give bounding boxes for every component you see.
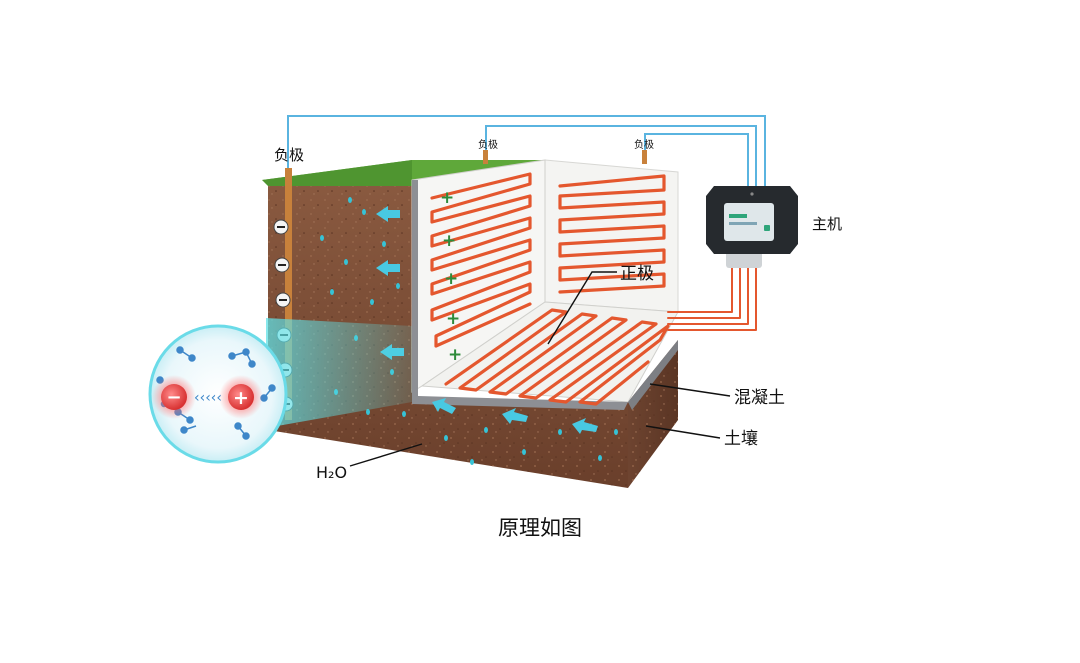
right-negative-rod xyxy=(642,150,647,164)
ion-migration-detail: − ‹‹‹‹‹ + xyxy=(148,318,412,464)
negative-label-left: 负极 xyxy=(274,146,304,164)
negative-label-mid: 负极 xyxy=(478,138,498,151)
host-label: 主机 xyxy=(812,215,842,233)
heating-cables xyxy=(430,172,757,406)
soil-pointer xyxy=(645,425,721,439)
negative-ion-symbol: − xyxy=(166,387,181,408)
positive-label: 正极 xyxy=(620,264,654,284)
plus-sign: + xyxy=(444,269,458,289)
connection-wires xyxy=(287,115,766,196)
positive-signs: + + + + + xyxy=(440,188,462,365)
host-controller xyxy=(706,186,798,268)
wire-to-mid-negative xyxy=(485,125,757,196)
concrete-label: 混凝土 xyxy=(734,388,785,408)
magnifier-beam xyxy=(266,318,412,428)
arrow-up-left-icon xyxy=(572,418,598,434)
plus-sign: + xyxy=(448,345,462,365)
minus-sign xyxy=(275,292,291,308)
positive-pointer xyxy=(547,271,617,345)
mid-negative-rod xyxy=(483,150,488,164)
water-label: H₂O xyxy=(316,463,347,482)
plus-sign: + xyxy=(446,309,460,329)
arrow-left-icon xyxy=(376,260,400,276)
positive-ion xyxy=(228,384,254,410)
arrow-left-icon xyxy=(376,206,400,222)
back-wall-cable xyxy=(558,174,666,294)
arrow-up-left-icon xyxy=(432,398,456,414)
concrete-pointer xyxy=(649,383,731,397)
negative-ion xyxy=(161,384,187,410)
negative-label-right: 负极 xyxy=(634,138,654,151)
labels: 负极 负极 负极 主机 正极 混凝土 土壤 H₂O xyxy=(274,138,842,482)
left-negative-rod xyxy=(285,168,292,420)
pointer-lines xyxy=(349,271,731,467)
left-wall-cable xyxy=(430,172,532,348)
plus-sign: + xyxy=(442,231,456,251)
floor-cable xyxy=(444,308,670,406)
wire-to-right-negative xyxy=(644,133,749,196)
negative-electrodes xyxy=(285,150,647,420)
diagram-caption: 原理如图 xyxy=(498,516,582,540)
positive-ion-symbol: + xyxy=(233,387,249,409)
minus-sign xyxy=(274,257,290,273)
soil-label: 土壤 xyxy=(724,428,758,449)
wire-to-left-negative xyxy=(287,115,766,196)
water-pointer xyxy=(349,443,423,467)
plus-sign: + xyxy=(440,188,454,208)
migration-chevrons: ‹‹‹‹‹ xyxy=(194,390,222,406)
arrow-up-left-icon xyxy=(502,408,528,424)
minus-sign xyxy=(273,219,289,235)
